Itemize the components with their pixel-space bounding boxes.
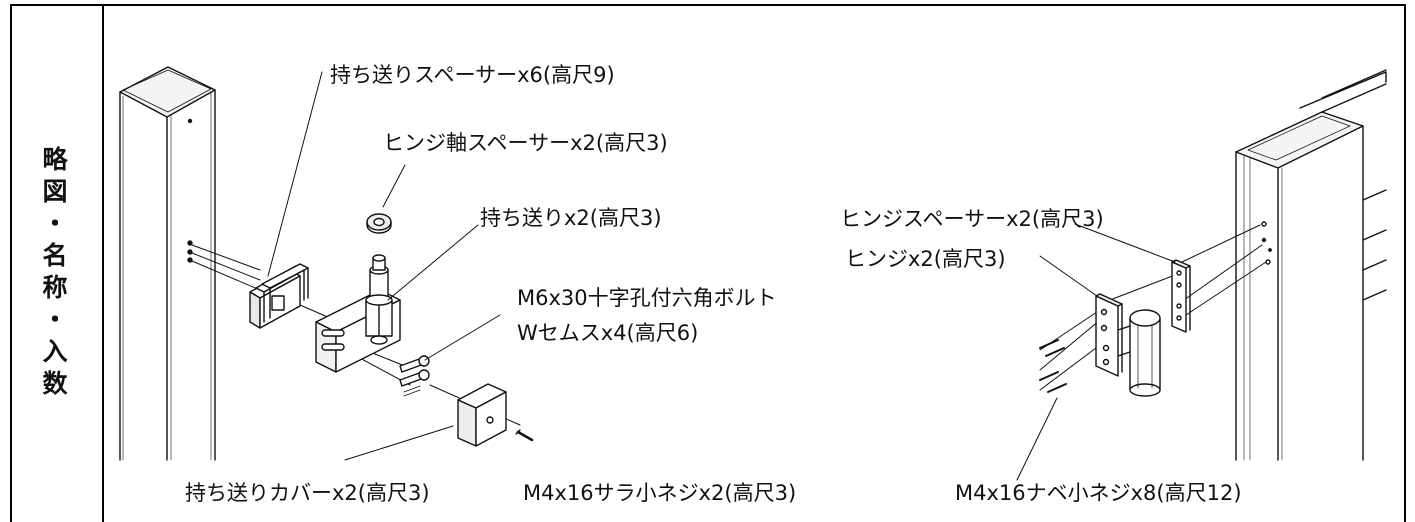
label-lifting-cover: 持ち送りカバーx2(高尺3) bbox=[185, 481, 430, 505]
hinge-body bbox=[1095, 293, 1161, 397]
section-title: 略 図 ・ 名 称 ・ 入 数 bbox=[10, 144, 100, 400]
labels: 持ち送りスペーサーx6(高尺9) ヒンジ軸スペーサーx2(高尺3) 持ち送りx2… bbox=[185, 63, 1242, 505]
lifting-spacer-stack bbox=[249, 263, 309, 329]
section-title-char: 図 bbox=[42, 177, 68, 206]
section-title-char: 略 bbox=[42, 145, 68, 174]
pan-head-screws bbox=[1039, 339, 1067, 393]
drawing-frame bbox=[10, 4, 1406, 522]
section-title-char: ・ bbox=[42, 209, 68, 238]
label-hinge: ヒンジx2(高尺3) bbox=[845, 247, 1006, 271]
left-post bbox=[119, 66, 216, 461]
section-title-char: 名 bbox=[42, 241, 68, 270]
section-title-char: ・ bbox=[42, 305, 68, 334]
label-hinge-shaft-spacer: ヒンジ軸スペーサーx2(高尺3) bbox=[383, 131, 668, 155]
label-bolt-line1: M6x30十字孔付六角ボルト bbox=[517, 286, 777, 310]
section-header-column: 略 図 ・ 名 称 ・ 入 数 bbox=[10, 4, 104, 522]
label-countersunk-screw: M4x16サラ小ネジx2(高尺3) bbox=[523, 481, 796, 505]
label-lifting-bracket: 持ち送りx2(高尺3) bbox=[480, 206, 662, 230]
label-pan-screw: M4x16ナベ小ネジx8(高尺12) bbox=[955, 481, 1242, 505]
hinge-shaft-spacer-washer bbox=[366, 213, 392, 234]
hex-bolts bbox=[399, 355, 430, 397]
section-title-char: 入 bbox=[42, 337, 68, 366]
section-title-char: 数 bbox=[42, 369, 68, 398]
section-title-char: 称 bbox=[42, 273, 68, 302]
countersunk-screw bbox=[515, 429, 534, 442]
hinge-spacer-plate bbox=[1171, 259, 1191, 333]
lifting-cover bbox=[457, 383, 507, 447]
label-bolt-line2: Wセムスx4(高尺6) bbox=[517, 321, 698, 345]
leader-lines bbox=[267, 71, 1176, 481]
lifting-bracket bbox=[315, 254, 401, 373]
label-lifting-spacer: 持ち送りスペーサーx6(高尺9) bbox=[330, 63, 615, 87]
label-hinge-spacer: ヒンジスペーサーx2(高尺3) bbox=[840, 207, 1104, 231]
right-frame-post bbox=[1235, 69, 1387, 461]
